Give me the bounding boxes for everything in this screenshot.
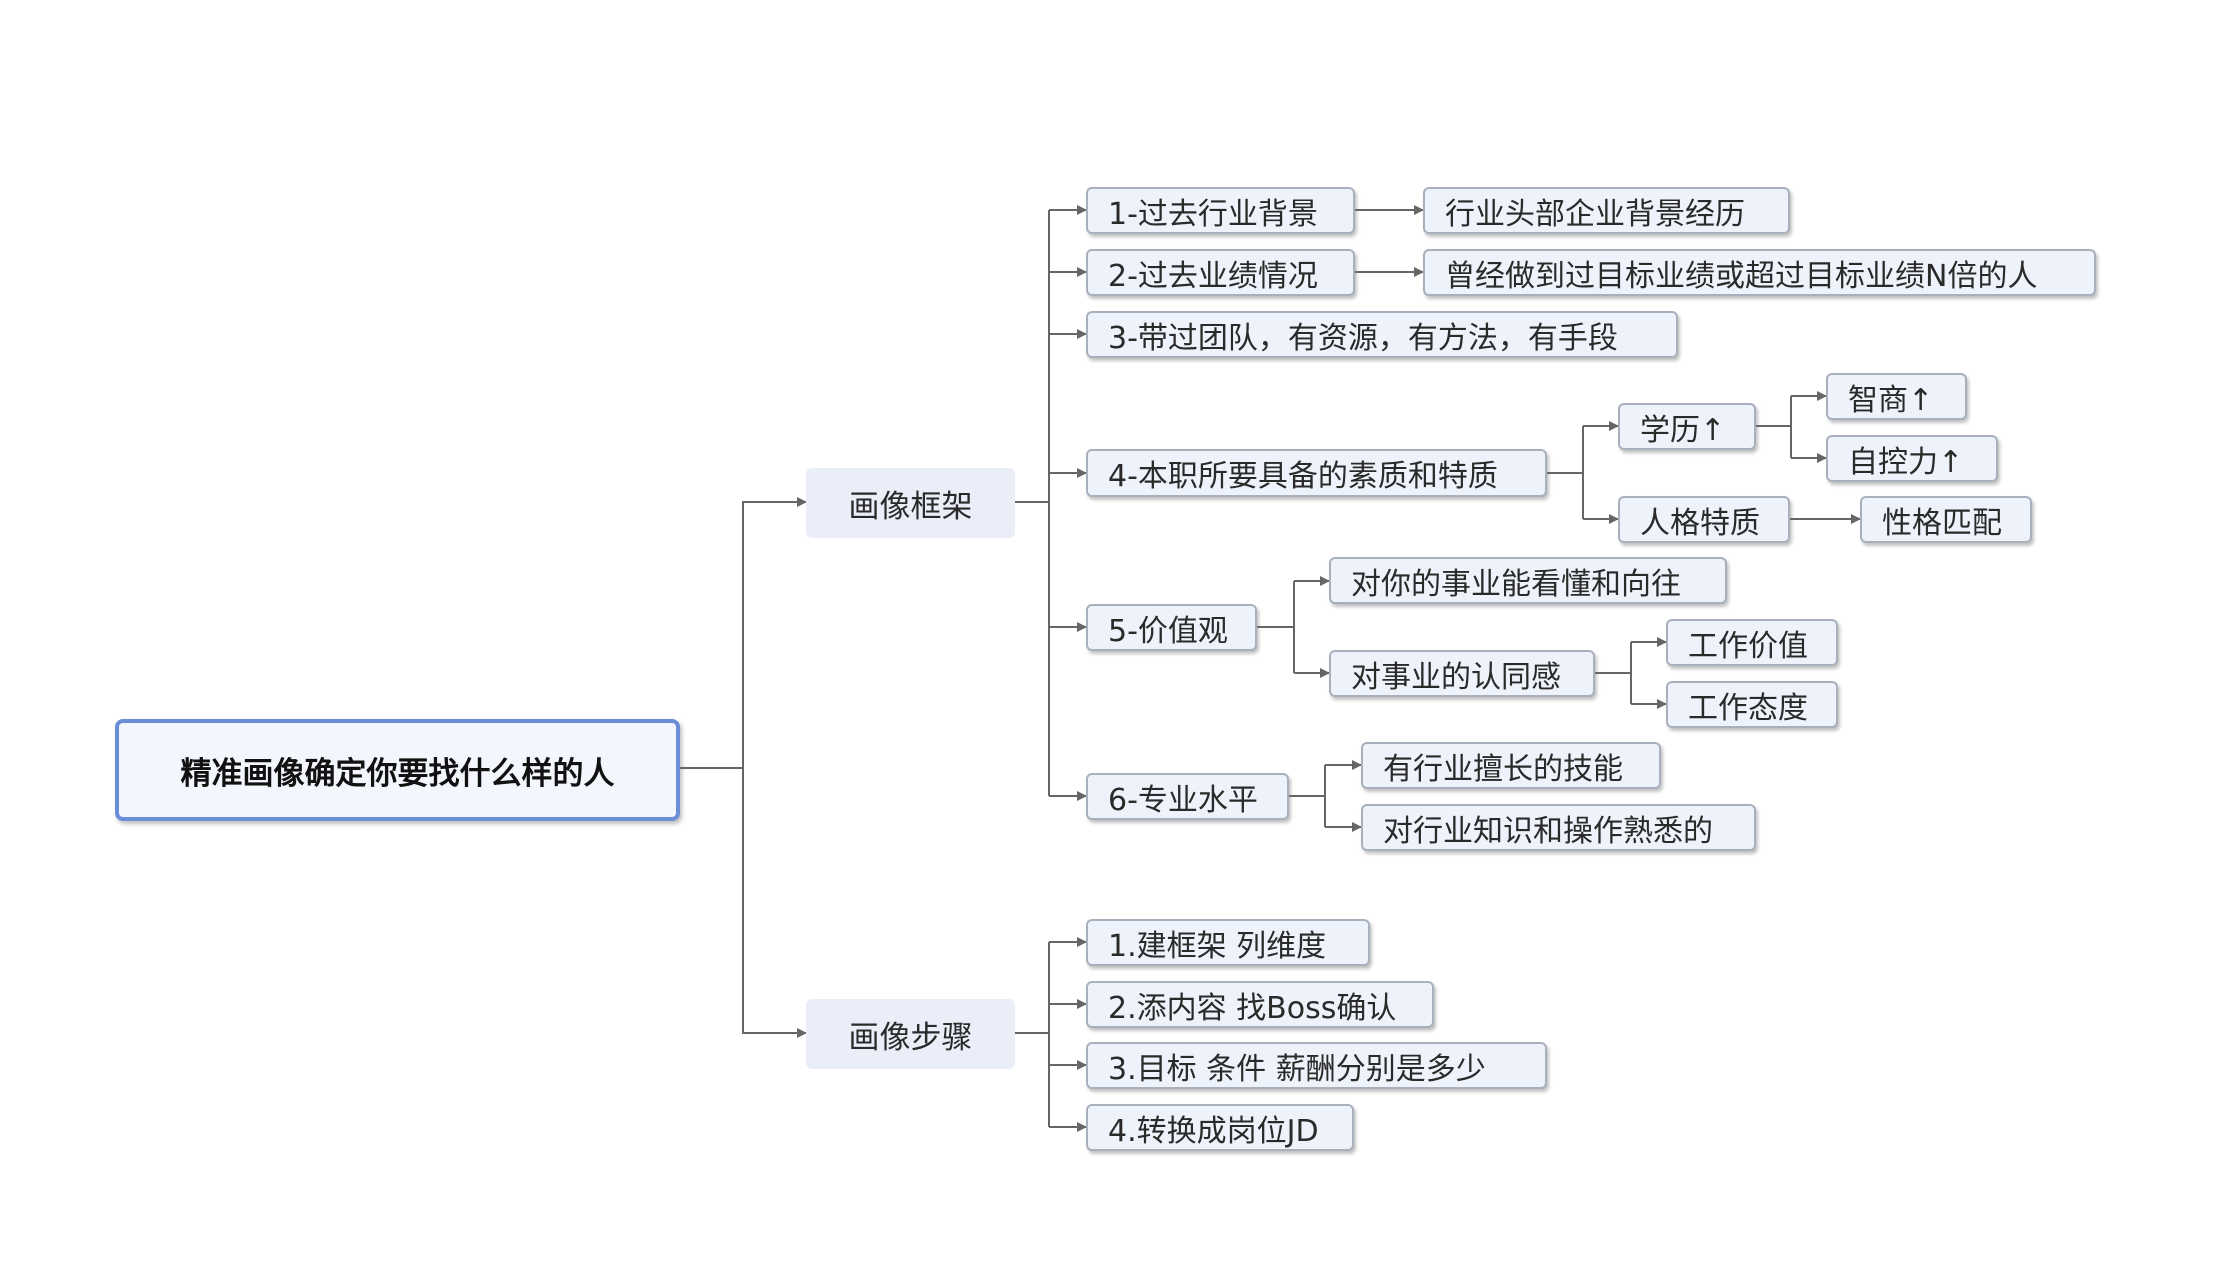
framework-item-5[interactable]: 5-价值观 <box>1086 604 1257 651</box>
connector-education-trunk <box>1756 396 1792 458</box>
framework-item-5-label: 5-价值观 <box>1108 613 1228 649</box>
framework-item-6-label: 6-专业水平 <box>1108 782 1258 818</box>
steps-item-1-label: 1.建框架 列维度 <box>1108 928 1327 964</box>
framework-item-1-child[interactable]: 行业头部企业背景经历 <box>1423 187 1790 234</box>
root-node[interactable]: 精准画像确定你要找什么样的人 <box>115 719 680 821</box>
personality-match-label: 性格匹配 <box>1882 505 2002 541</box>
root-label: 精准画像确定你要找什么样的人 <box>180 755 615 792</box>
framework-item-2-child[interactable]: 曾经做到过目标业绩或超过目标业绩N倍的人 <box>1423 249 2096 296</box>
item-6-knowledge-label: 对行业知识和操作熟悉的 <box>1383 813 1713 849</box>
branch-framework-label: 画像框架 <box>848 488 973 525</box>
item-5-identity-label: 对事业的认同感 <box>1351 659 1561 695</box>
branch-steps-label: 画像步骤 <box>848 1019 973 1056</box>
steps-item-4-label: 4.转换成岗位JD <box>1108 1113 1319 1149</box>
framework-item-1[interactable]: 1-过去行业背景 <box>1086 187 1355 234</box>
connector-item6-trunk <box>1289 765 1326 827</box>
item-4-personality[interactable]: 人格特质 <box>1618 496 1790 543</box>
item-4-personality-label: 人格特质 <box>1640 505 1760 541</box>
steps-item-1[interactable]: 1.建框架 列维度 <box>1086 919 1370 966</box>
identity-work-attitude-label: 工作态度 <box>1688 690 1808 726</box>
framework-item-1-child-label: 行业头部企业背景经历 <box>1445 196 1745 232</box>
item-5-identity[interactable]: 对事业的认同感 <box>1329 650 1595 697</box>
identity-work-value-label: 工作价值 <box>1688 628 1808 664</box>
framework-item-2[interactable]: 2-过去业绩情况 <box>1086 249 1355 296</box>
item-6-skill[interactable]: 有行业擅长的技能 <box>1361 742 1661 789</box>
personality-match[interactable]: 性格匹配 <box>1860 496 2032 543</box>
framework-item-4[interactable]: 4-本职所要具备的素质和特质 <box>1086 449 1547 497</box>
item-6-knowledge[interactable]: 对行业知识和操作熟悉的 <box>1361 804 1756 851</box>
framework-item-6[interactable]: 6-专业水平 <box>1086 773 1289 820</box>
item-4-education-label: 学历↑ <box>1640 412 1726 448</box>
connector-root-framework <box>680 497 807 769</box>
steps-item-3[interactable]: 3.目标 条件 薪酬分别是多少 <box>1086 1042 1547 1089</box>
identity-work-value[interactable]: 工作价值 <box>1666 619 1838 666</box>
connector-item5-trunk <box>1257 581 1295 673</box>
steps-item-4[interactable]: 4.转换成岗位JD <box>1086 1104 1354 1151</box>
education-self-control-label: 自控力↑ <box>1848 444 1964 480</box>
framework-item-2-label: 2-过去业绩情况 <box>1108 258 1318 294</box>
identity-work-attitude[interactable]: 工作态度 <box>1666 681 1838 728</box>
item-5-understand[interactable]: 对你的事业能看懂和向往 <box>1329 557 1727 604</box>
connector-identity-trunk <box>1595 642 1632 704</box>
connector-framework-trunk <box>1015 210 1050 796</box>
steps-item-2[interactable]: 2.添内容 找Boss确认 <box>1086 981 1434 1028</box>
framework-item-4-label: 4-本职所要具备的素质和特质 <box>1108 459 1498 494</box>
steps-item-3-label: 3.目标 条件 薪酬分别是多少 <box>1108 1051 1486 1087</box>
framework-item-3[interactable]: 3-带过团队，有资源，有方法，有手段 <box>1086 311 1678 358</box>
framework-item-2-child-label: 曾经做到过目标业绩或超过目标业绩N倍的人 <box>1445 258 2038 294</box>
steps-item-2-label: 2.添内容 找Boss确认 <box>1108 990 1397 1026</box>
education-iq-label: 智商↑ <box>1848 382 1934 418</box>
framework-item-1-label: 1-过去行业背景 <box>1108 196 1318 232</box>
item-5-understand-label: 对你的事业能看懂和向往 <box>1351 566 1681 602</box>
framework-item-3-label: 3-带过团队，有资源，有方法，有手段 <box>1108 320 1618 356</box>
item-6-skill-label: 有行业擅长的技能 <box>1383 751 1623 787</box>
connector-root-steps <box>742 768 807 1038</box>
item-4-education[interactable]: 学历↑ <box>1618 403 1756 450</box>
connector-steps-trunk <box>1015 942 1050 1127</box>
branch-framework[interactable]: 画像框架 <box>806 468 1015 538</box>
education-iq[interactable]: 智商↑ <box>1826 373 1967 420</box>
connector-item4-trunk <box>1547 426 1584 519</box>
branch-steps[interactable]: 画像步骤 <box>806 999 1015 1069</box>
education-self-control[interactable]: 自控力↑ <box>1826 435 1998 482</box>
